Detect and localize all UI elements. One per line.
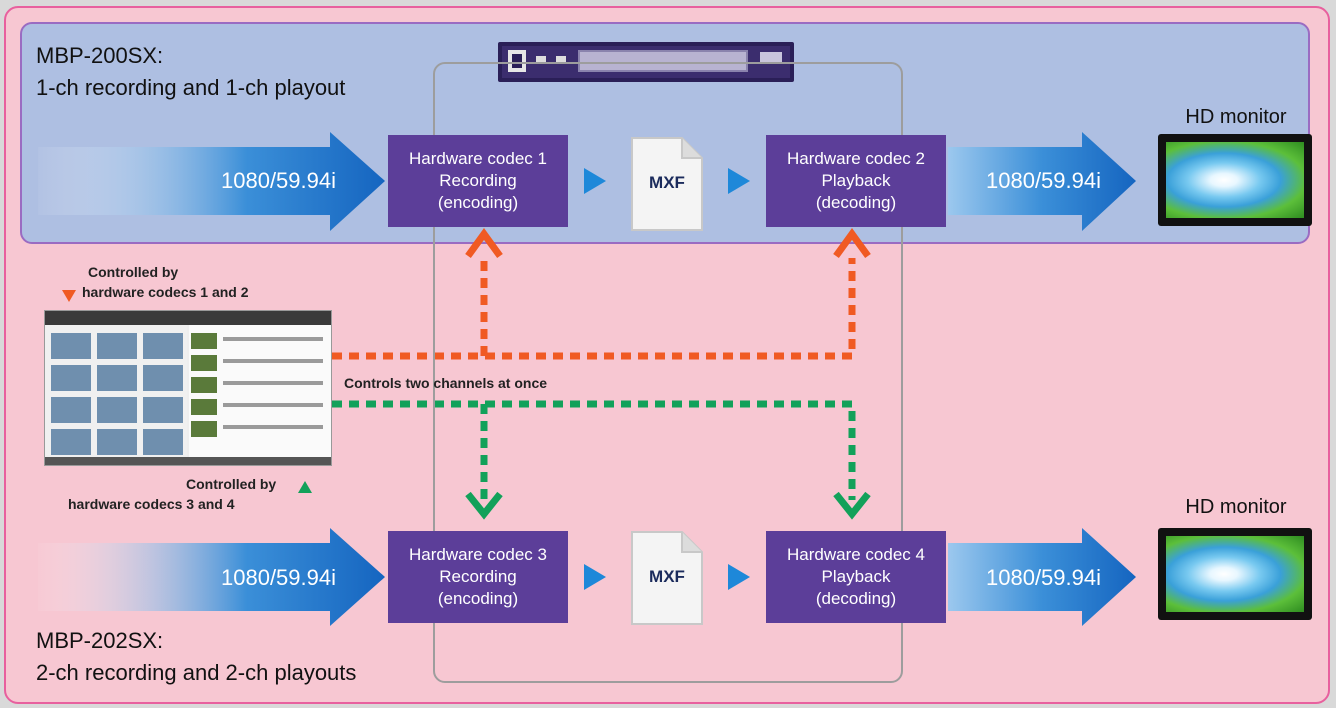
codec-process: (decoding) [815, 589, 897, 608]
output-signal-bottom: 1080/59.94i [986, 565, 1101, 590]
codec-mode: Recording [439, 171, 517, 190]
top-unit-label: MBP-200SX: 1-ch recording and 1-ch playo… [36, 40, 345, 104]
controlled-note-bottom-2: hardware codecs 3 and 4 [68, 496, 235, 512]
codec-process: (decoding) [815, 193, 897, 212]
codec-title: Hardware codec 2 [787, 149, 925, 168]
output-signal-top: 1080/59.94i [986, 168, 1101, 193]
orange-arrowhead [833, 228, 871, 259]
green-arrowhead [833, 491, 871, 520]
output-arrow-bottom [948, 528, 1136, 626]
codec-mode: Playback [821, 567, 891, 586]
codec-mode: Recording [439, 567, 517, 586]
input-signal-top: 1080/59.94i [221, 168, 336, 193]
hardware-codec-4: Hardware codec 4 Playback (decoding) [766, 531, 946, 623]
hd-monitor-icon [1158, 134, 1312, 226]
codec-title: Hardware codec 3 [409, 545, 547, 564]
codec-process: (encoding) [437, 589, 519, 608]
codec-process: (encoding) [437, 193, 519, 212]
hardware-codec-3: Hardware codec 3 Recording (encoding) [388, 531, 568, 623]
input-arrow-bottom [38, 528, 385, 626]
hd-monitor-icon [1158, 528, 1312, 620]
green-triangle-icon [298, 481, 312, 493]
mxf-file-icon: MXF [631, 137, 703, 231]
controlled-note-top-2: hardware codecs 1 and 2 [82, 284, 249, 300]
top-unit-name: MBP-200SX: [36, 43, 164, 68]
codec-mode: Playback [821, 171, 891, 190]
controlled-note-top: Controlled by [88, 262, 178, 282]
chevron-icon [584, 168, 606, 194]
mxf-label: MXF [649, 173, 685, 192]
controlled-note-bottom: Controlled by [186, 476, 277, 492]
output-arrow-top [948, 132, 1136, 231]
input-arrow-top [38, 132, 385, 231]
bottom-unit-label: MBP-202SX: 2-ch recording and 2-ch playo… [36, 625, 356, 689]
monitor-label-bottom: HD monitor [1185, 496, 1287, 518]
top-unit-description: 1-ch recording and 1-ch playout [36, 74, 346, 100]
green-arrowhead [465, 491, 503, 520]
controls-two-channels-note: Controls two channels at once [344, 375, 548, 391]
chevron-icon [728, 168, 750, 194]
bottom-unit-name: MBP-202SX: [36, 628, 164, 653]
controlled-note-top-line1: Controlled by [88, 264, 179, 280]
green-control-line [332, 400, 856, 500]
chassis-frame [433, 62, 903, 683]
chevron-icon [728, 564, 750, 590]
codec-title: Hardware codec 1 [409, 149, 547, 168]
input-signal-bottom: 1080/59.94i [221, 565, 336, 590]
monitor-label-top: HD monitor [1185, 106, 1287, 128]
hardware-codec-2: Hardware codec 2 Playback (decoding) [766, 135, 946, 227]
mxf-file-icon: MXF [631, 531, 703, 625]
mxf-label: MXF [649, 567, 685, 586]
orange-control-line [332, 258, 856, 360]
codec-title: Hardware codec 4 [787, 545, 925, 564]
bottom-unit-description: 2-ch recording and 2-ch playouts [36, 659, 357, 685]
chevron-icon [584, 564, 606, 590]
control-software-screenshot [44, 310, 332, 466]
software-thumbnail-grid [45, 311, 331, 465]
orange-triangle-icon [62, 290, 76, 302]
orange-arrowhead [465, 228, 503, 259]
hardware-codec-1: Hardware codec 1 Recording (encoding) [388, 135, 568, 227]
